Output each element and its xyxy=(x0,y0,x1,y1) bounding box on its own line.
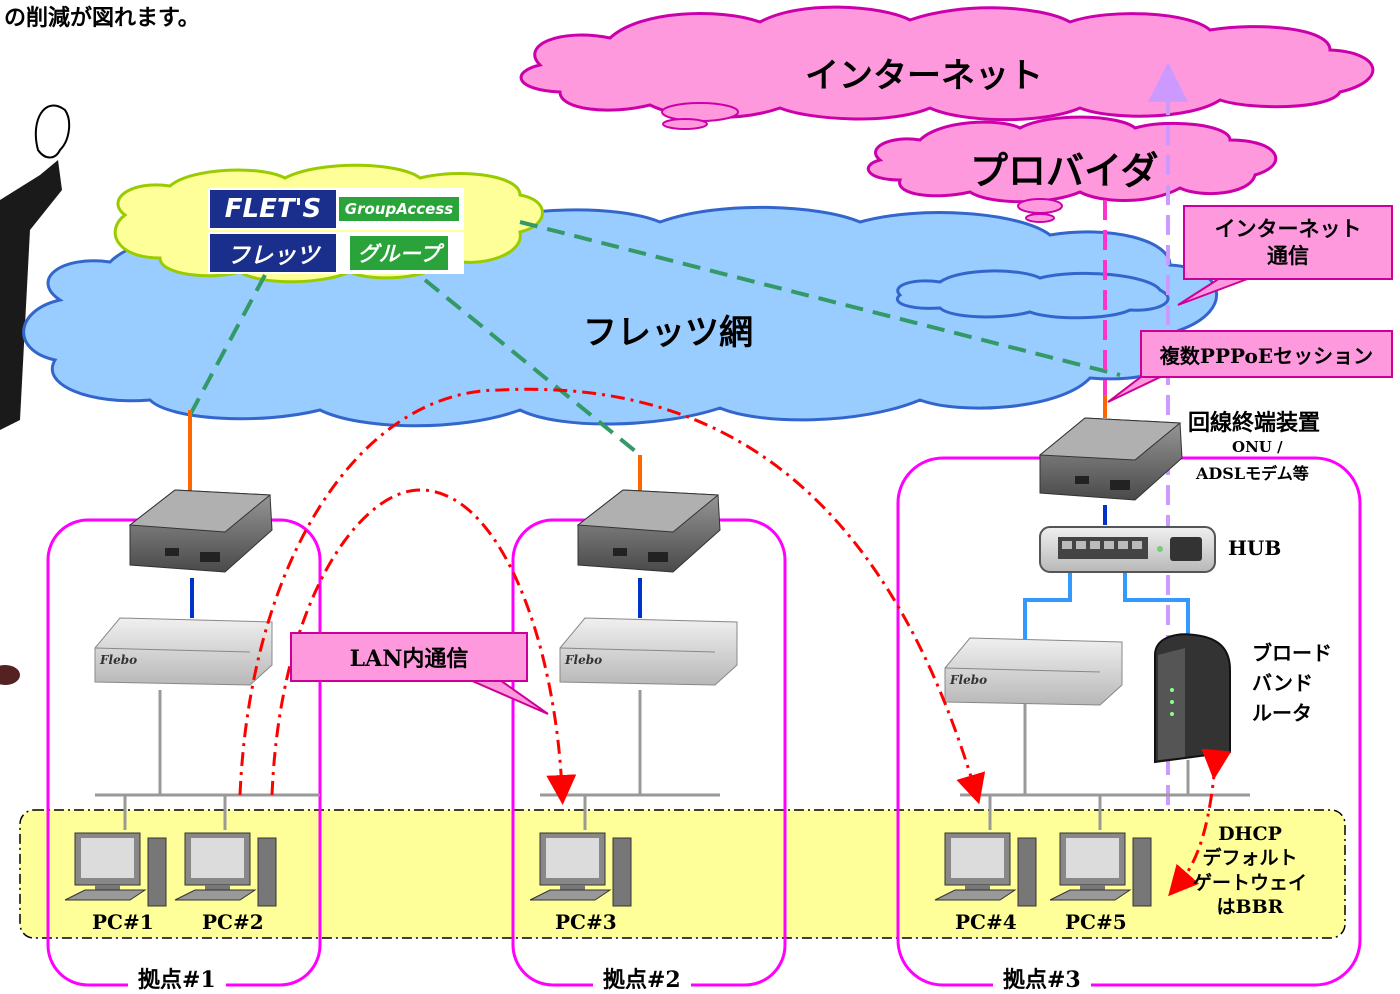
flets-network-label: フレッツ網 xyxy=(583,313,753,353)
onu-title: 回線終端装置 xyxy=(1188,410,1321,436)
lan-traffic-arrows xyxy=(238,387,1232,897)
modem-router-links xyxy=(190,505,1107,618)
uplinks xyxy=(188,395,1107,495)
pc5-icon xyxy=(1049,832,1152,907)
onu-modem-site2 xyxy=(576,489,721,573)
pc5-label: PC#5 xyxy=(1065,910,1127,934)
svg-text:Flebo: Flebo xyxy=(949,673,987,687)
logo-flets-jp: フレッツ xyxy=(210,234,336,272)
pc2-label: PC#2 xyxy=(202,910,264,934)
broadband-router-device xyxy=(1154,633,1231,764)
vpn-link-site2 xyxy=(423,278,642,457)
logo-group-access: GroupAccess xyxy=(338,197,460,221)
pc2-icon xyxy=(174,832,277,907)
lan-bus-lines xyxy=(95,690,1250,830)
provider-cloud xyxy=(867,115,1278,223)
presenter-illustration xyxy=(0,104,71,685)
lan-comm-callout: LAN内通信 xyxy=(290,632,528,682)
hub-device xyxy=(1039,526,1216,573)
group-vpn-links xyxy=(188,220,1121,457)
internet-label: インターネット xyxy=(805,56,1043,96)
flets-group-logo: FLET'S GroupAccess フレッツ グループ xyxy=(208,188,464,276)
pppoe-callout: 複数PPPoEセッション xyxy=(1140,330,1393,378)
bbr-label: ブロード バンド ルータ xyxy=(1252,641,1332,725)
provider-label: プロバイダ xyxy=(970,149,1159,193)
router-site3: Flebo xyxy=(944,637,1123,706)
site3-label: 拠点#3 xyxy=(993,962,1091,994)
pc3-icon xyxy=(529,832,632,907)
onu-modem-site3 xyxy=(1038,417,1183,501)
onu-sub2: ADSLモデム等 xyxy=(1196,464,1309,483)
internet-comm-callout: インターネット 通信 xyxy=(1183,205,1393,280)
onu-modem-site1 xyxy=(128,489,273,573)
pc3-label: PC#3 xyxy=(555,910,617,934)
logo-flets-en: FLET'S xyxy=(210,190,336,228)
pc1-label: PC#1 xyxy=(92,910,154,934)
svg-text:Flebo: Flebo xyxy=(564,653,602,667)
onu-sub1: ONU / xyxy=(1232,438,1283,456)
pc4-icon xyxy=(934,832,1037,907)
dhcp-note: DHCP デフォルト ゲートウェイ はBBR xyxy=(1193,823,1308,918)
router-site1: Flebo xyxy=(94,617,273,686)
vpn-link-site3 xyxy=(519,220,1121,377)
header-caption: の削減が図れます。 xyxy=(4,6,200,31)
pc-icons xyxy=(64,832,1152,907)
site2-label: 拠点#2 xyxy=(593,962,691,994)
svg-text:Flebo: Flebo xyxy=(99,653,137,667)
lan-zone xyxy=(19,809,1346,939)
logo-group-jp: グループ xyxy=(349,236,449,270)
hub-links xyxy=(1023,570,1190,640)
site1-label: 拠点#1 xyxy=(128,962,226,994)
hub-label: HUB xyxy=(1228,536,1282,560)
pc1-icon xyxy=(64,832,167,907)
router-site2: Flebo xyxy=(559,617,738,686)
pc4-label: PC#4 xyxy=(955,910,1017,934)
